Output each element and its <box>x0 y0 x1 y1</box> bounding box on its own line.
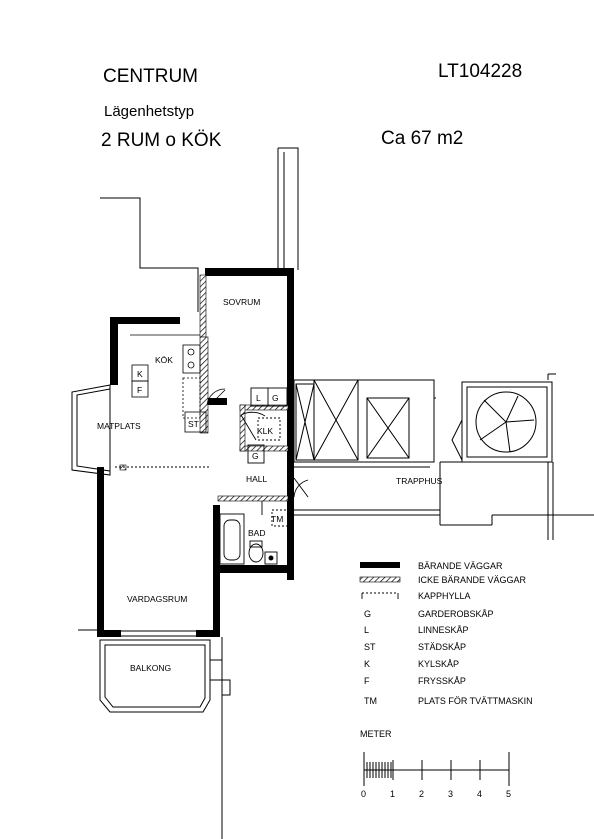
scale-tick-2: 2 <box>419 789 424 799</box>
fixture-label-g-closet: G <box>272 393 279 403</box>
room-label-sovrum: SOVRUM <box>223 297 260 307</box>
room-label-kok: KÖK <box>155 355 173 365</box>
fixture-label-l: L <box>256 393 261 403</box>
scale-tick-3: 3 <box>448 789 453 799</box>
room-label-trapphus: TRAPPHUS <box>396 476 443 486</box>
fixture-label-f: F <box>137 385 142 395</box>
object-id: LT104228 <box>438 61 523 82</box>
bathroom-fixtures <box>219 501 289 565</box>
closet-block <box>240 387 288 464</box>
scale-tick-5: 5 <box>506 789 511 799</box>
room-label-bad: BAD <box>248 528 265 538</box>
apartment-type-label: Lägenhetstyp <box>104 103 195 120</box>
room-label-matplats: MATPLATS <box>97 421 141 431</box>
legend-symbol-coat-shelf <box>361 592 399 599</box>
apartment-type-value: 2 RUM o KÖK <box>101 130 222 151</box>
legend-code-st: ST <box>364 642 376 652</box>
fixture-label-st: ST <box>188 419 199 429</box>
legend-code-g: G <box>364 609 371 619</box>
bearing-walls <box>97 268 294 637</box>
room-label-vardagsrum: VARDAGSRUM <box>127 594 187 604</box>
legend-text-st: STÄDSKÅP <box>418 642 466 652</box>
legend-code-l: L <box>364 625 369 635</box>
spiral-stair <box>451 373 556 540</box>
apartment-area: Ca 67 m2 <box>381 128 464 149</box>
legend-code-tm: TM <box>364 696 377 706</box>
room-label-hall: HALL <box>246 474 268 484</box>
dining-window-bay <box>71 384 210 476</box>
legend: BÄRANDE VÄGGAR ICKE BÄRANDE VÄGGAR KAPPH… <box>359 561 533 706</box>
kitchen-fixtures <box>130 334 226 433</box>
room-label-klk: KLK <box>257 426 273 436</box>
site-context-lines <box>100 147 299 312</box>
stairwell <box>293 379 594 526</box>
legend-symbol-nonbearing-wall <box>359 576 401 583</box>
legend-text-f: FRYSSKÅP <box>418 676 466 686</box>
legend-text-k: KYLSKÅP <box>418 659 459 669</box>
legend-code-f: F <box>364 676 370 686</box>
area-name: CENTRUM <box>103 66 198 87</box>
legend-text-bearing: BÄRANDE VÄGGAR <box>418 561 503 571</box>
legend-text-shelf: KAPPHYLLA <box>418 591 471 601</box>
legend-text-tm: PLATS FÖR TVÄTTMASKIN <box>418 696 533 706</box>
room-label-balkong: BALKONG <box>130 663 171 673</box>
scale-title: METER <box>360 729 392 739</box>
scale-tick-4: 4 <box>477 789 482 799</box>
legend-symbol-bearing-wall <box>360 562 400 568</box>
fixture-label-tm: TM <box>271 514 283 524</box>
legend-text-l: LINNESKÅP <box>418 625 469 635</box>
legend-text-nonbearing: ICKE BÄRANDE VÄGGAR <box>418 575 527 585</box>
scale-bar: METER 0 1 2 3 4 5 <box>360 729 511 799</box>
hall-entrance-door <box>293 477 309 498</box>
legend-text-g: GARDEROBSKÅP <box>418 609 494 619</box>
scale-tick-0: 0 <box>361 789 366 799</box>
balcony <box>78 629 231 839</box>
scale-tick-1: 1 <box>390 789 395 799</box>
legend-code-k: K <box>364 659 370 669</box>
fixture-label-k: K <box>137 369 143 379</box>
fixture-label-g-hall: G <box>252 451 259 461</box>
